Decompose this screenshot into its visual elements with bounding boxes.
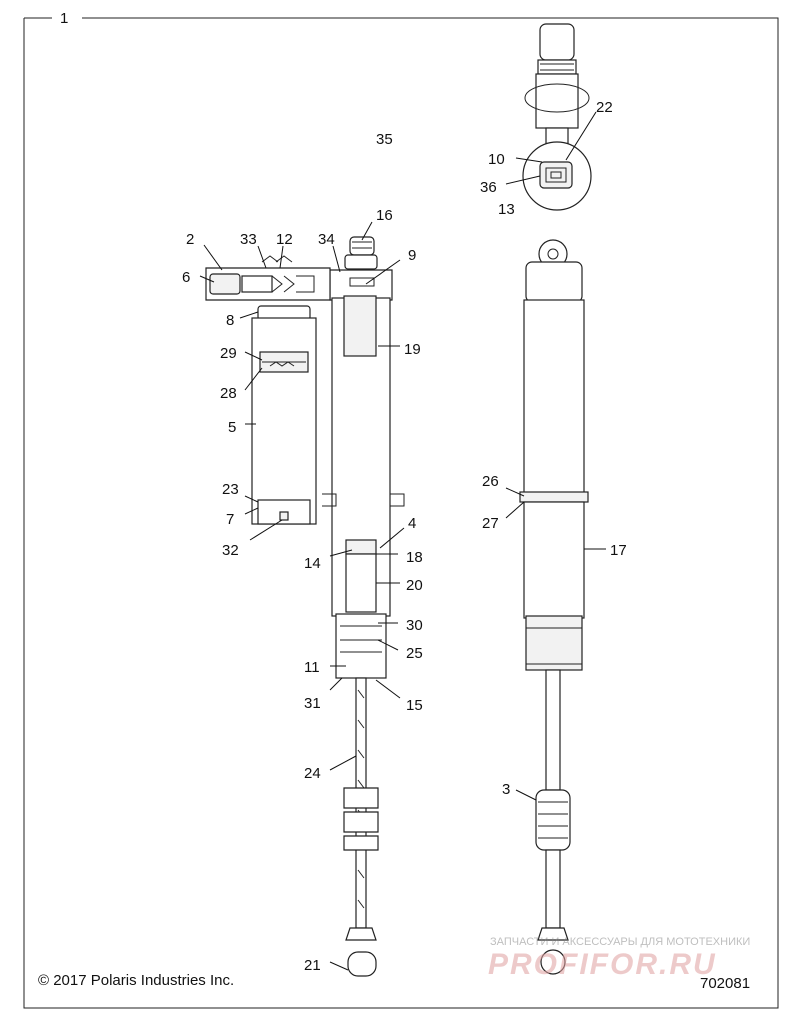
exploded-shock-assembly (205, 236, 405, 977)
callout-22: 22 (596, 99, 613, 116)
drawing-number: 702081 (700, 975, 750, 992)
callout-16: 16 (376, 207, 393, 224)
watermark: ЗАПЧАСТИ И АКСЕССУАРЫ ДЛЯ МОТОТЕХНИКИ PR… (488, 936, 750, 981)
callout-20: 20 (406, 577, 423, 594)
callout-2: 2 (186, 231, 194, 248)
callout-26: 26 (482, 473, 499, 490)
callout-7: 7 (226, 511, 234, 528)
callout-24: 24 (304, 765, 321, 782)
callout-4: 4 (408, 515, 416, 532)
callout-35: 35 (376, 131, 393, 148)
callout-25: 25 (406, 645, 423, 662)
callout-15: 15 (406, 697, 423, 714)
callout-6: 6 (182, 269, 190, 286)
callout-9: 9 (408, 247, 416, 264)
callout-8: 8 (226, 312, 234, 329)
callout-32: 32 (222, 542, 239, 559)
top-eyelet (344, 236, 378, 270)
callout-23: 23 (222, 481, 239, 498)
frame-label: 1 (60, 10, 68, 27)
watermark-logo: PROFIFOR.RU (488, 948, 717, 981)
callout-10: 10 (488, 151, 505, 168)
callout-31: 31 (304, 695, 321, 712)
watermark-tagline: ЗАПЧАСТИ И АКСЕССУАРЫ ДЛЯ МОТОТЕХНИКИ (490, 936, 750, 948)
piston-shaft-assembly (335, 539, 387, 977)
copyright-text: © 2017 Polaris Industries Inc. (38, 972, 234, 989)
callout-14: 14 (304, 555, 321, 572)
callout-12: 12 (276, 231, 293, 248)
callout-21: 21 (304, 957, 321, 974)
callout-19: 19 (404, 341, 421, 358)
callout-27: 27 (482, 515, 499, 532)
callout-17: 17 (610, 542, 627, 559)
callout-28: 28 (220, 385, 237, 402)
callout-34: 34 (318, 231, 335, 248)
diagram-frame (23, 17, 779, 1009)
callout-30: 30 (406, 617, 423, 634)
assembled-shock (519, 239, 589, 975)
callout-33: 33 (240, 231, 257, 248)
reservoir-head (205, 255, 331, 301)
callout-3: 3 (502, 781, 510, 798)
leader-lines (199, 111, 606, 971)
callout-13: 13 (498, 201, 515, 218)
callout-5: 5 (228, 419, 236, 436)
top-mount-detail (522, 23, 592, 211)
reservoir (251, 305, 317, 525)
callout-29: 29 (220, 345, 237, 362)
callout-18: 18 (406, 549, 423, 566)
callout-36: 36 (480, 179, 497, 196)
callout-11: 11 (304, 659, 320, 676)
